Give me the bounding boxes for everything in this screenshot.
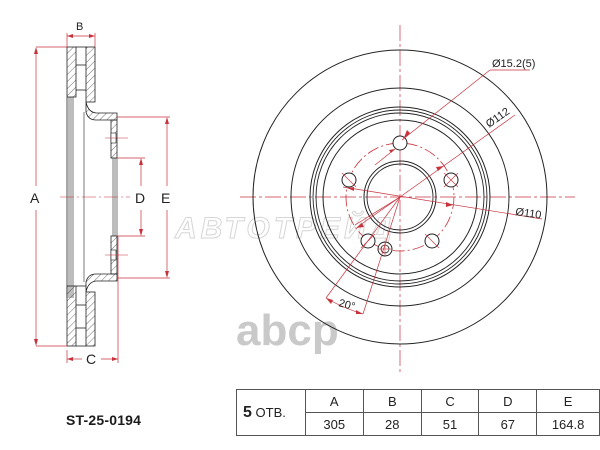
spec-table: 5 ОТВ. A B C D E 305 28 51 67 164.8 [236,389,600,436]
svg-text:C: C [86,351,96,367]
value-b: 28 [362,412,422,436]
watermark-abcp: abcp [236,306,339,355]
dimension-c: C [66,236,119,367]
svg-text:Ø110: Ø110 [515,206,543,222]
outer-edge [252,49,548,345]
header-a: A [304,389,364,413]
part-number: ST-25-0194 [66,412,142,428]
table-header-row: 5 ОТВ. A B C D E [236,389,600,436]
dimension-e: E [117,116,170,279]
svg-text:E: E [161,190,170,206]
header-e: E [536,389,600,413]
value-a: 305 [304,412,364,436]
svg-text:abcp: abcp [236,306,339,355]
holes-count: 5 [243,403,252,421]
header-b: B [362,389,422,413]
svg-text:АВТОТРЕЙД: АВТОТРЕЙД [174,210,395,245]
value-c: 51 [420,412,480,436]
bolt-holes [341,135,459,249]
svg-text:Ø15.2(5): Ø15.2(5) [492,58,535,70]
svg-text:A: A [30,190,40,206]
header-d: D [478,389,538,413]
svg-text:D: D [135,190,145,206]
svg-text:20°: 20° [337,297,356,313]
watermark-avtotreid: АВТОТРЕЙД [174,210,395,246]
holes-count-cell: 5 ОТВ. [236,389,306,436]
center-bore [363,160,437,234]
holes-suffix: ОТВ. [255,404,286,420]
header-c: C [420,389,480,413]
svg-text:B: B [76,21,83,33]
value-e: 164.8 [536,412,600,436]
side-section-view [60,46,130,347]
value-d: 67 [478,412,538,436]
pcd-circle [345,142,455,252]
dimension-d: D [117,157,145,237]
dimension-a: A [30,46,67,347]
table-value-row: 305 28 51 67 164.8 [237,412,600,436]
friction-inner-edge [290,87,510,307]
dimension-b: B [66,21,96,47]
